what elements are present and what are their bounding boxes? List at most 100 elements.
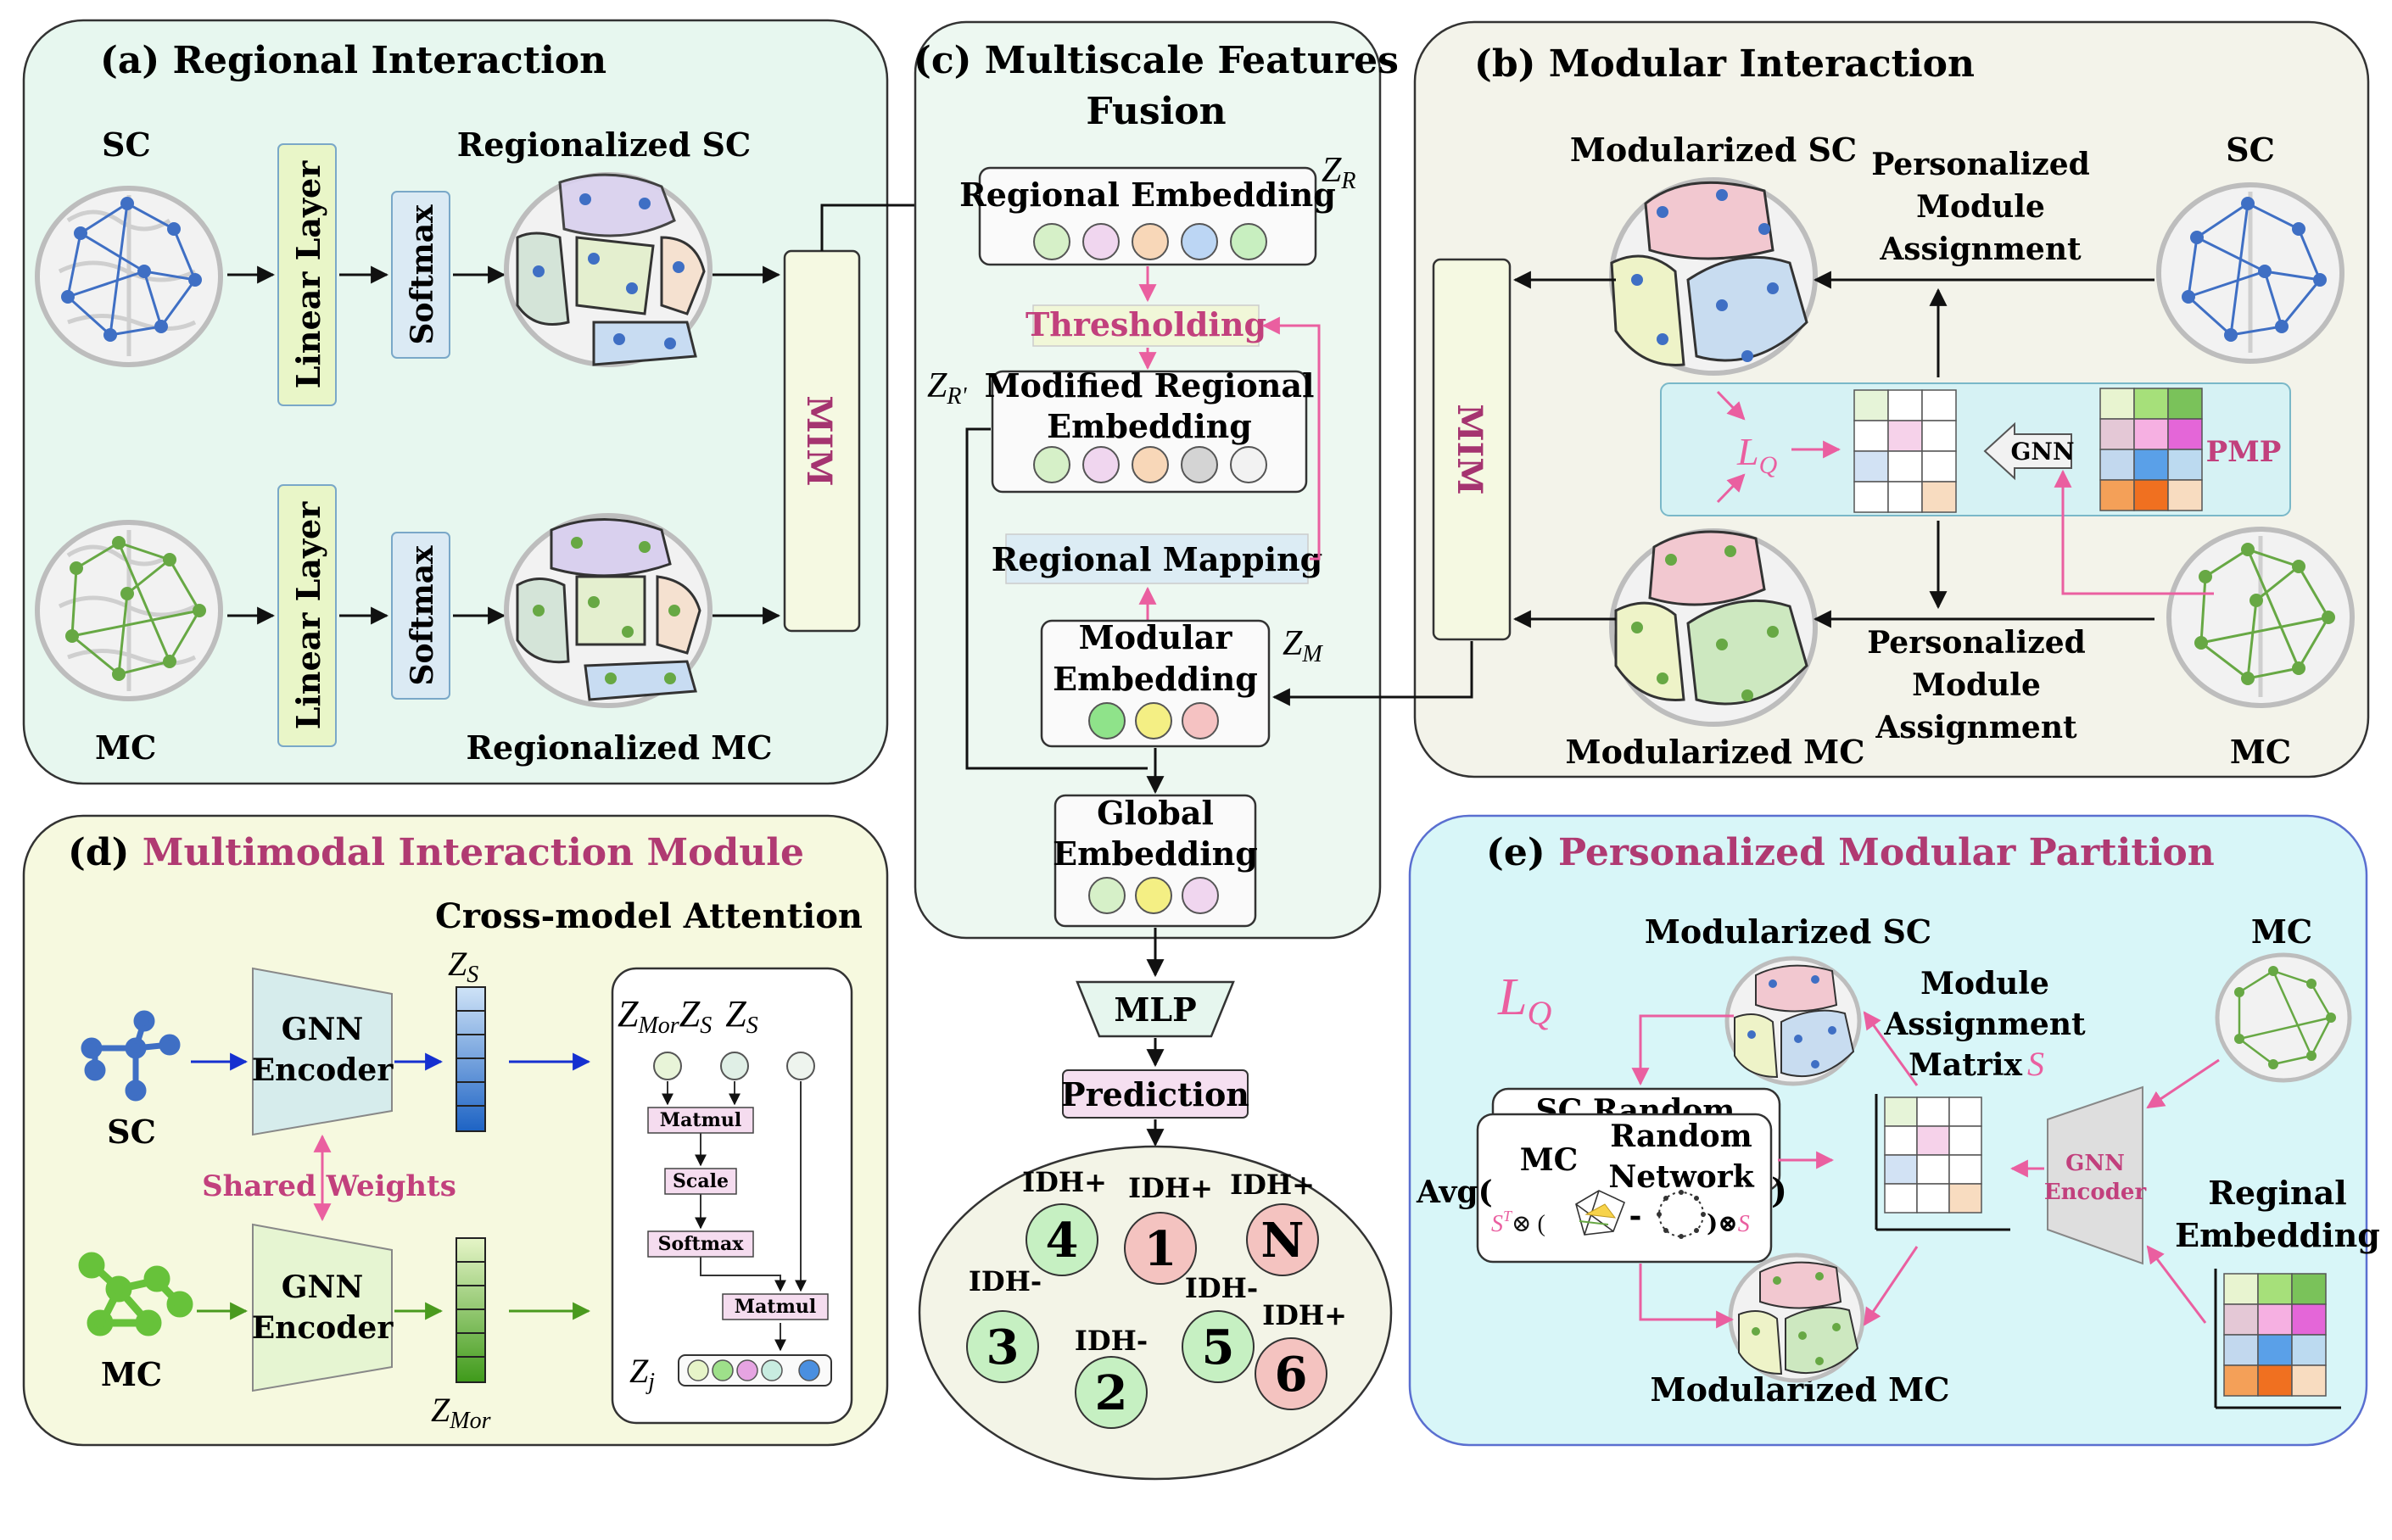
matrix-cell [1884,1125,1918,1156]
outcome-group: IDH-3 [966,1265,1042,1383]
outcome-label: IDH+ [1230,1169,1315,1201]
random-network-ring-icon [1657,1190,1706,1239]
softmax-sc-label: Softmax [405,204,440,345]
skip-path-modified-to-global [965,427,1148,770]
outcome-circle [1075,1356,1148,1429]
panel-e-pink-arrows [1631,1011,2220,1329]
outcome-group: IDH+ 6 [1255,1299,1347,1410]
outcome-group: IDH-5 [1182,1272,1258,1383]
matrix-cell [2291,1273,2327,1305]
pma-top-1: Personalized [1871,147,2090,182]
softmax-block-d [647,1230,754,1258]
formula-right: )⊗S [1707,1209,1750,1237]
gnn-label-b: GNN [2010,438,2074,466]
linear-layer-mc-label: Linear Layer [289,501,327,729]
zs-symbol-d: ZS [448,945,478,988]
random-label-1: Random [1610,1119,1752,1154]
mim-label-b: MIM [1450,404,1489,494]
gnn-encoder-sc-label-2: Encoder [252,1052,394,1088]
sc-label-d: SC [107,1113,156,1151]
matrix-cell [1921,481,1957,513]
mc-label-d: MC [101,1355,162,1393]
reginal-embedding-matrix [2223,1273,2327,1397]
matrix-cell [2223,1303,2259,1336]
gnn-encoder-mc [252,1223,393,1392]
matrix-cell [2167,479,2203,511]
softmax-mc-label: Softmax [405,545,440,686]
outcome-group: IDH+N [1230,1169,1319,1276]
module-assignment-matrix [1884,1096,1982,1214]
gnn-encoder-e-label-1: GNN [2065,1151,2125,1176]
mc-random-card [1476,1113,1773,1264]
regionalized-sc-brain-icon [504,172,713,367]
modularized-mc-label-b: Modularized MC [1566,733,1865,771]
cross-attention-label: Cross-model Attention [435,896,863,936]
regionalized-mc-label: Regionalized MC [466,728,772,767]
gnn-encoder-mc-label-1: GNN [282,1269,364,1305]
outcome-circle [1026,1203,1098,1276]
outcome-circle [1255,1337,1327,1410]
modified-label-2: Embedding [1047,407,1252,445]
mim-block-b [1432,258,1512,641]
outcome-label: IDH+ [1262,1299,1347,1331]
panel-b-arrows [1271,271,2154,706]
matmul-label-1: Matmul [660,1109,741,1131]
matrix-cell [2223,1334,2259,1366]
matrix-cell [2099,418,2135,450]
global-embedding-nodes [1088,877,1219,914]
matrix-cell [2257,1364,2293,1397]
card-close-paren: ) [1771,1171,1787,1211]
matrix-cell [2167,388,2203,420]
panel-d-multimodal-interaction-module: (d) Multimodal Interaction Module Cross-… [22,814,889,1447]
linear-layer-sc [277,143,337,406]
matrix-cell [1887,420,1923,452]
panel-b-pink-arrows [1716,390,2214,595]
softmax-label-d: Softmax [658,1233,745,1255]
zmor-vector [455,1237,486,1383]
zmor-symbol-d: ZMor [431,1391,491,1434]
modularized-sc-brain-icon-b [1609,177,1818,376]
sc-brain-icon [35,186,223,367]
prediction-label: Prediction [1061,1075,1249,1113]
matrix-cell [2099,388,2135,420]
formula-left: ST⊗ ( [1491,1208,1545,1237]
modified-regional-embedding-box [991,370,1308,494]
outcome-circle [966,1310,1039,1383]
matrix-cell [2257,1303,2293,1336]
mam-label-1: Module [1920,966,2049,1002]
gnn-encoder-e [2047,1085,2143,1265]
outcome-circle [1182,1310,1255,1383]
matrix-cell [1887,450,1923,483]
matrix-cell [1853,450,1889,483]
panel-a-arrows [227,265,781,625]
regional-mapping-box [1005,533,1309,584]
matrix-cell [1916,1154,1950,1185]
gnn-encoder-mc-label-2: Encoder [252,1310,394,1346]
matrix-cell [2223,1364,2259,1397]
mam-axes [1875,1094,2010,1231]
gnn-encoder-sc [252,967,393,1136]
pma-bottom-1: Personalized [1867,625,2086,661]
matrix-cell [2133,449,2169,481]
matrix-cell [1916,1096,1950,1127]
outcome-number: 6 [1275,1347,1308,1403]
outcome-label: IDH- [1075,1325,1148,1357]
regional-embedding-nodes [1033,223,1267,260]
zr-symbol: ZR [1322,151,1355,194]
attention-arrows [662,1081,807,1352]
outcome-number: 1 [1144,1221,1177,1277]
matrix-cell [1887,481,1923,513]
matrix-cell [1853,420,1889,452]
matrix-cell [2291,1303,2327,1336]
panel-b-modular-interaction: (b) Modular Interaction Modularized SC P… [1271,20,2370,778]
matrix-cell [2291,1334,2327,1366]
matrix-cell [1884,1096,1918,1127]
panel-e-personalized-modular-partition: (e) Personalized Modular Partition Modul… [1408,814,2380,1447]
matrix-cell [1948,1183,1982,1214]
mc-label-b: MC [2230,733,2291,771]
matrix-cell [1921,420,1957,452]
lq-symbol-e: LQ [1497,968,1551,1032]
pma-bottom-3: Assignment [1875,710,2077,745]
